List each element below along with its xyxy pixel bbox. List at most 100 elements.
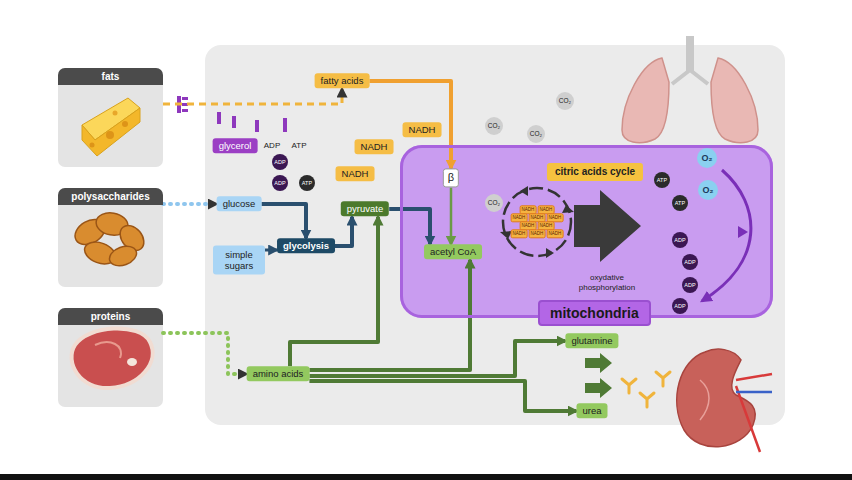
- node-label: CO₂: [488, 122, 500, 130]
- drawing-part: [672, 70, 708, 84]
- nadh-chip: NADH: [511, 229, 528, 238]
- mitochondria-region: mitochondriaβcitric acids cycleO₂ATPO₂CO…: [400, 145, 773, 318]
- co2-circle: CO₂: [527, 125, 545, 143]
- metabolite-box: fatty acids: [315, 73, 370, 88]
- connector-arrow: [309, 260, 470, 370]
- connector-arrow: [450, 188, 453, 245]
- node-label: NADH: [540, 223, 553, 228]
- drawing-part: [95, 342, 121, 358]
- cheese-illustration: [82, 98, 140, 156]
- adp-circle: ADP: [682, 277, 698, 293]
- nadh-chip: NADH: [547, 229, 564, 238]
- drawing-part: [640, 393, 654, 407]
- urea-molecules: [622, 372, 670, 407]
- drawing-part: [283, 118, 287, 132]
- node-label: NADH: [513, 215, 526, 220]
- node-label: pyruvate: [347, 203, 383, 214]
- food-card: [58, 68, 163, 167]
- glycerol-box: glycerol: [213, 138, 258, 153]
- metabolite-box: NADH: [336, 166, 375, 181]
- co2-circle: CO₂: [485, 194, 503, 212]
- drawing-part: [585, 378, 612, 398]
- metabolite-box: NADH: [403, 122, 442, 137]
- atp-circle: ATP: [299, 175, 315, 191]
- co2-circle: CO₂: [556, 92, 574, 110]
- connector-arrow: [309, 381, 576, 411]
- node-label: glutamine: [571, 335, 612, 346]
- card-header: fats: [58, 68, 163, 85]
- adp-circle: ADP: [672, 232, 688, 248]
- sugar-box: glucose: [217, 196, 262, 211]
- glycerol-icon: [177, 96, 287, 132]
- drawing-part: [622, 379, 636, 393]
- node-label: citric acids cycle: [555, 166, 635, 178]
- drawing-part: [182, 97, 188, 100]
- node-label: NADH: [342, 168, 369, 179]
- node-label: β: [448, 171, 454, 184]
- node-label: ATP: [675, 200, 685, 207]
- drawing-part: [711, 58, 758, 143]
- node-label: NADH: [549, 231, 562, 236]
- card-header: proteins: [58, 308, 163, 325]
- arrow-head: [738, 226, 748, 238]
- drawing-part: [656, 372, 670, 386]
- node-label: glucose: [223, 198, 256, 209]
- drawing-part: [72, 328, 153, 388]
- connector-arrow: [265, 249, 277, 252]
- node-label: ADP: [674, 303, 685, 310]
- node-label: NADH: [513, 231, 526, 236]
- adp-circle: ADP: [672, 298, 688, 314]
- drawing-part: [232, 116, 236, 128]
- bread-illustration: [71, 210, 149, 269]
- drawing-part: [122, 121, 128, 127]
- food-card: proteins: [58, 308, 163, 407]
- metabolite-box: acetyl CoA: [424, 244, 482, 259]
- drawing-part: [622, 58, 669, 143]
- food-card: [58, 308, 163, 407]
- nadh-chip: NADH: [529, 229, 546, 238]
- process-label: oxydative phosphorylation: [571, 273, 643, 292]
- node-label: CO₂: [530, 130, 542, 138]
- kidney-arrows: [585, 353, 612, 398]
- metabolite-box: NADH: [355, 139, 394, 154]
- meat-illustration: [72, 328, 153, 388]
- connector-arrow: [369, 81, 451, 168]
- connector-arrow: [335, 217, 352, 246]
- drawing-part: [107, 243, 139, 269]
- co2-circle: CO₂: [485, 117, 503, 135]
- drawing-part: [520, 186, 528, 196]
- node-label: CO₂: [559, 97, 571, 105]
- connector-arrow: [163, 202, 217, 206]
- cycle-title-box: citric acids cycle: [547, 163, 643, 181]
- card-header: polysaccharides: [58, 188, 163, 205]
- node-label: ADP: [684, 282, 695, 289]
- node-label: O₂: [703, 185, 714, 196]
- node-label: NADH: [522, 223, 535, 228]
- cycle-arrows: [500, 186, 574, 258]
- food-card: fats: [58, 68, 163, 167]
- node-label: urea: [582, 405, 601, 416]
- node-label: NADH: [531, 231, 544, 236]
- sugar-box: simple sugars: [213, 246, 265, 275]
- drawing-part: [700, 380, 709, 420]
- node-label: fatty acids: [321, 75, 364, 86]
- beta-oxidation-box: β: [443, 168, 459, 187]
- drawing-part: [113, 111, 118, 116]
- node-label: glycolysis: [283, 240, 329, 251]
- node-label: NADH: [540, 207, 553, 212]
- connector-arrow: [309, 341, 565, 376]
- kidney-illustration: [677, 349, 772, 452]
- node-label: ADP: [674, 237, 685, 244]
- connector-arrow: [389, 209, 430, 244]
- energy-label: ADP: [264, 141, 280, 151]
- process-box: glycolysis: [277, 238, 335, 253]
- lungs-illustration: [622, 36, 758, 143]
- node-label: NADH: [522, 207, 535, 212]
- metabolite-box: pyruvate: [341, 201, 389, 216]
- drawing-part: [677, 349, 756, 447]
- metabolite-box: amino acids: [247, 366, 310, 381]
- node-label: NADH: [409, 124, 436, 135]
- oxygen-circle: O₂: [698, 180, 718, 200]
- node-label: NADH: [531, 215, 544, 220]
